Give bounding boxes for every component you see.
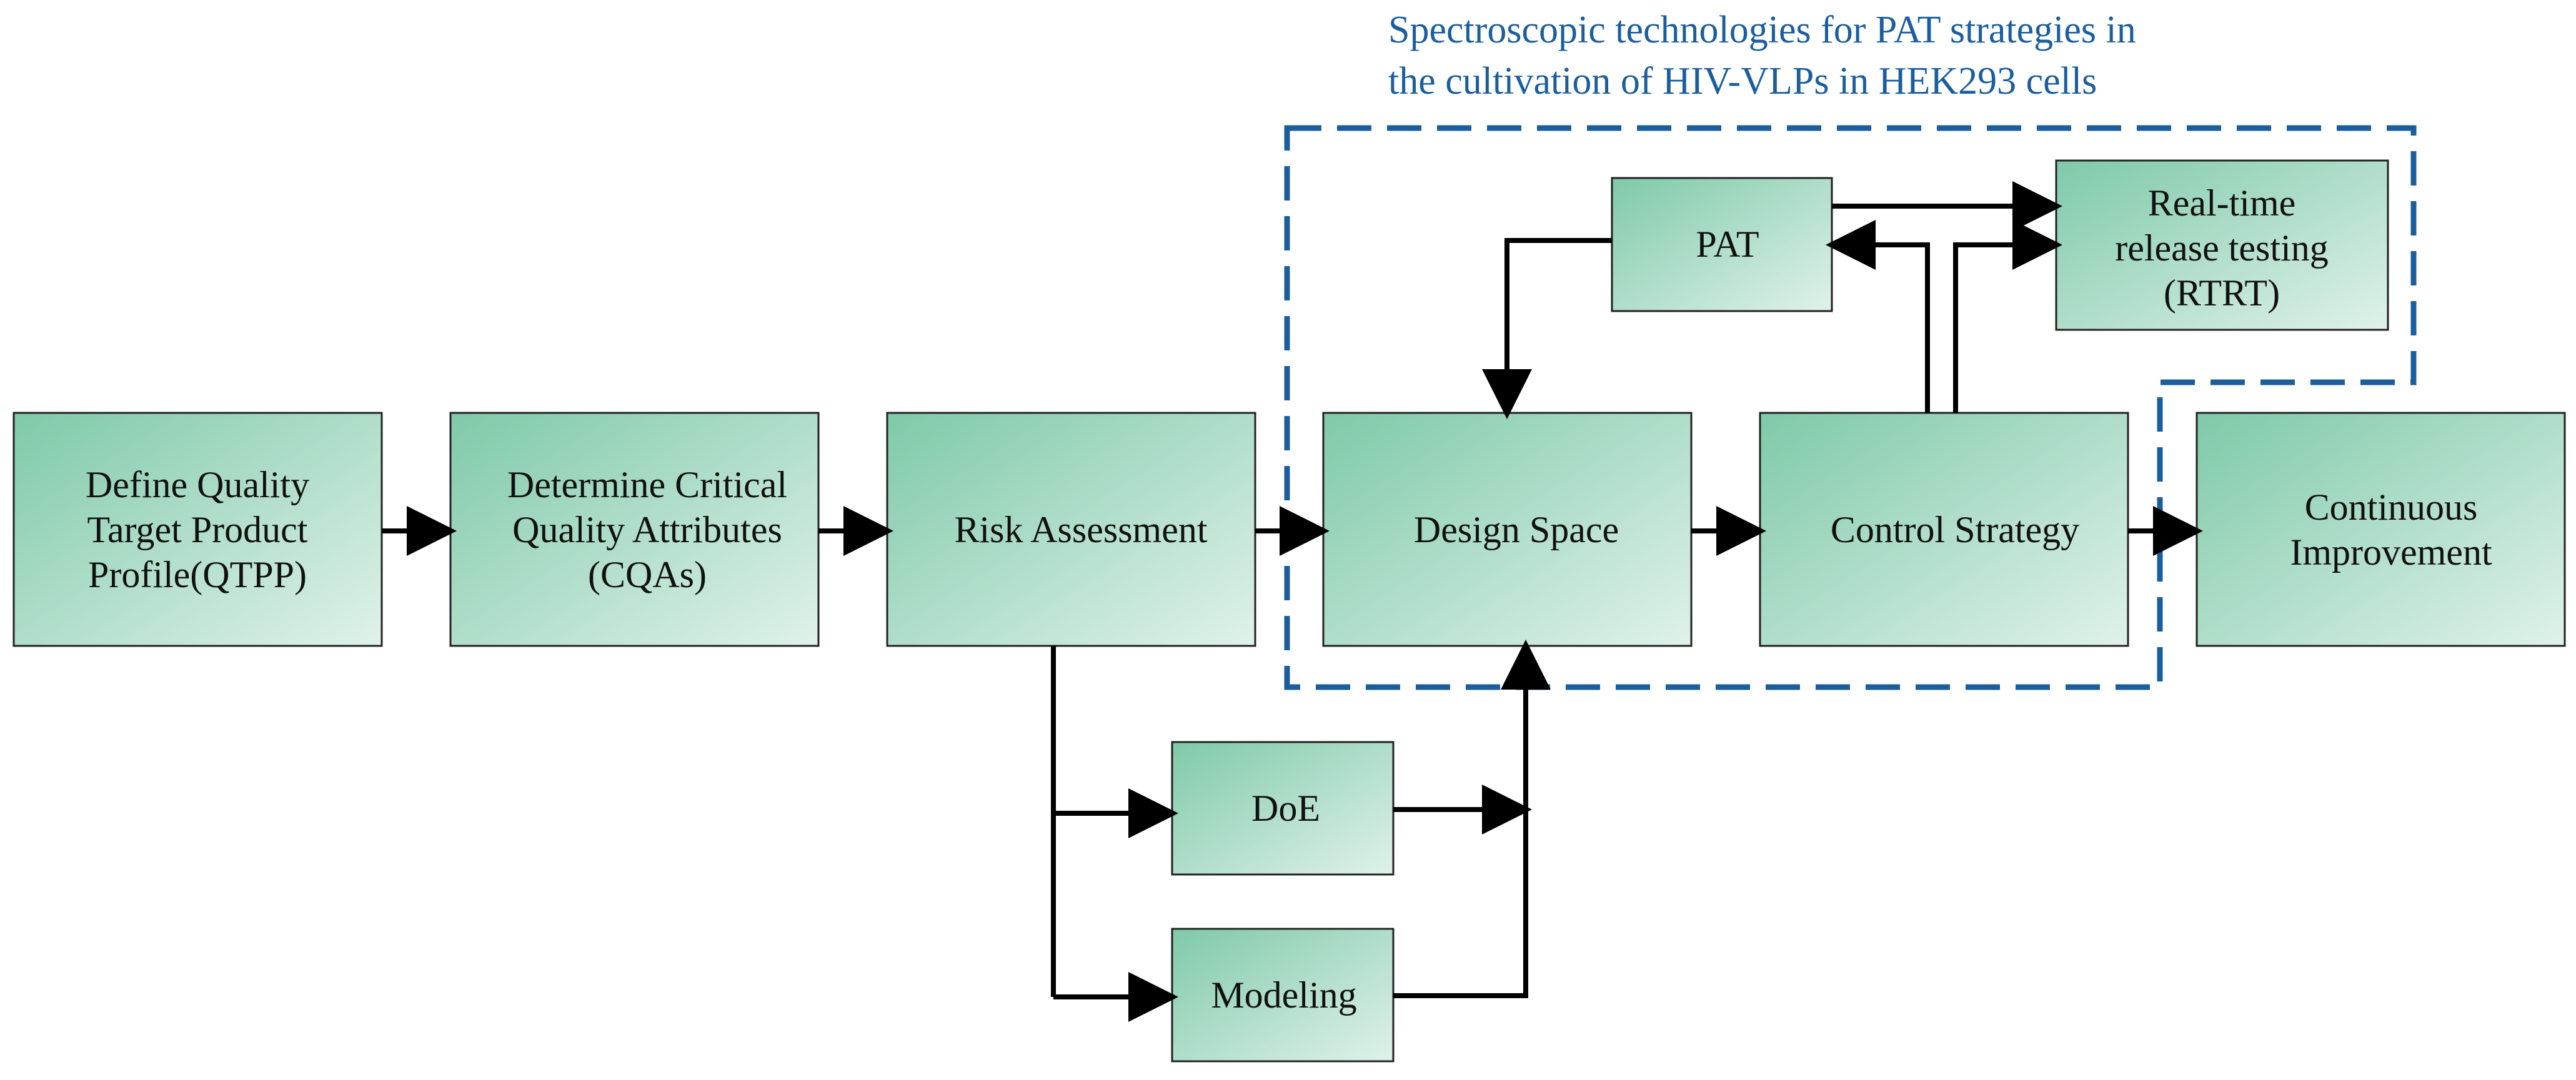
box-design-space: Design Space	[1322, 412, 1693, 647]
diagram-title-line-2: the cultivation of HIV-VLPs in HEK293 ce…	[1388, 60, 2097, 102]
box-label-pat: PAT	[1696, 224, 1759, 265]
box-label-modeling: Modeling	[1211, 974, 1356, 1016]
box-label-line: Design Space	[1414, 509, 1619, 550]
box-risk-assessment: Risk Assessment	[886, 412, 1256, 647]
box-label-line: (CQAs)	[588, 554, 707, 595]
box-label-line: release testing	[2115, 227, 2329, 269]
box-label-risk: Risk Assessment	[954, 509, 1207, 550]
box-label-line: PAT	[1696, 224, 1759, 265]
box-label-line: Continuous	[2305, 487, 2478, 528]
box-label-control: Control Strategy	[1831, 509, 2079, 550]
box-label-line: Quality Attributes	[512, 509, 782, 550]
box-doe: DoE	[1171, 741, 1395, 876]
arrow-control-to-pat	[1826, 220, 1930, 413]
diagram-title-line-1: Spectroscopic technologies for PAT strat…	[1388, 9, 2136, 51]
arrow-pat-to-design	[1482, 238, 1612, 419]
box-label-line: Determine Critical	[507, 464, 787, 505]
box-label-line: DoE	[1251, 788, 1320, 829]
arrow-modeling-to-design	[1393, 640, 1551, 998]
box-label-line: Control Strategy	[1831, 509, 2079, 550]
box-label-design: Design Space	[1414, 509, 1619, 550]
box-pat: PAT	[1611, 177, 1833, 312]
box-label-line: Modeling	[1211, 974, 1356, 1016]
box-label-line: Profile(QTPP)	[88, 554, 307, 595]
box-label-line: Target Product	[87, 509, 308, 550]
box-control-strategy: Control Strategy	[1759, 412, 2129, 647]
box-label-line: Define Quality	[86, 464, 309, 505]
box-label-doe: DoE	[1251, 788, 1320, 829]
box-modeling: Modeling	[1171, 928, 1395, 1063]
box-label-line: (RTRT)	[2164, 272, 2280, 314]
pat-region-boundary	[1284, 125, 2417, 690]
box-label-line: Risk Assessment	[954, 509, 1207, 550]
arrow-control-to-rtrt	[1953, 220, 2062, 413]
box-label-line: Improvement	[2290, 532, 2492, 573]
box-label-line: Real-time	[2148, 182, 2296, 224]
